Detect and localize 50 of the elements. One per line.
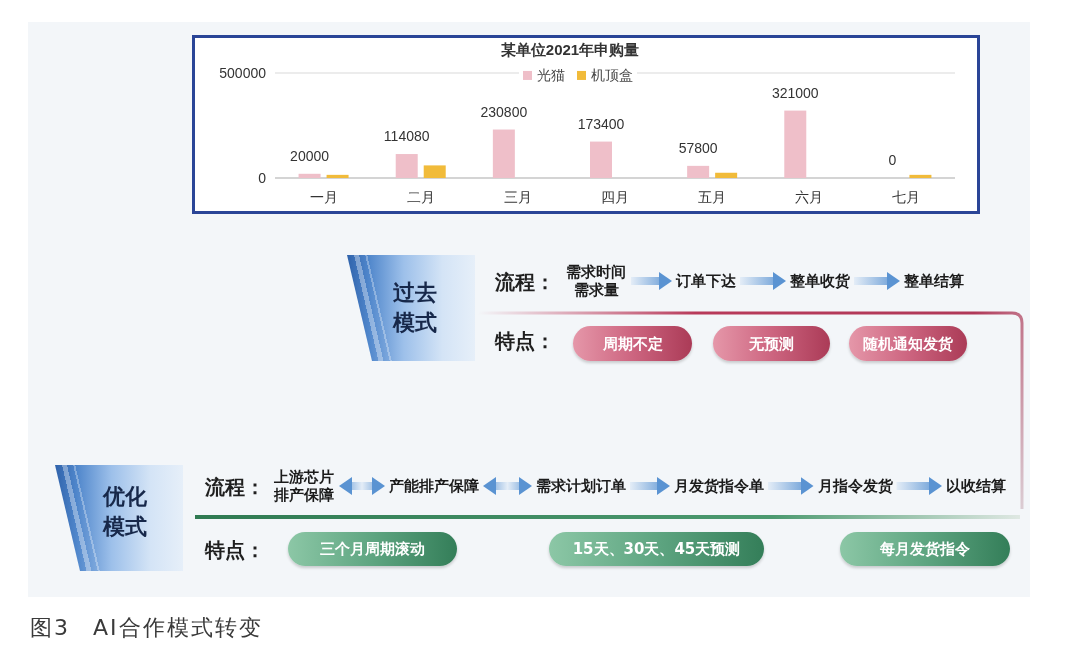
step-label: 月指令发货	[813, 476, 897, 496]
arrow	[740, 272, 786, 290]
row-heading: 流程：	[495, 270, 555, 294]
category-label: 四月	[601, 188, 629, 206]
arrow	[854, 272, 900, 290]
arrow	[631, 272, 672, 290]
double-arrow	[483, 477, 532, 495]
feature-pill: 三个月周期滚动	[288, 532, 457, 566]
value-label: 173400	[577, 115, 625, 132]
value-label: 20000	[290, 147, 330, 164]
value-label: 321000	[771, 84, 819, 101]
mode-banner: 过去模式	[345, 255, 475, 361]
step-label: 上游芯片排产保障	[269, 467, 339, 505]
step-label: 订单下达	[672, 271, 740, 291]
axis-tick-label: 500000	[219, 64, 266, 82]
step-label: 月发货指令单	[670, 476, 768, 496]
category-label: 五月	[698, 188, 727, 206]
arrow	[768, 477, 814, 495]
caption: 图3 AI合作模式转变	[30, 615, 263, 641]
step-label: 需求计划订单	[532, 476, 630, 496]
axis-tick-label: 0	[258, 169, 266, 187]
double-arrow	[339, 477, 385, 495]
feature-pill: 15天、30天、45天预测	[549, 532, 764, 566]
feature-pill: 无预测	[713, 326, 830, 361]
chart-title: 某单位2021年申购量	[500, 41, 640, 59]
feature-pill: 周期不定	[573, 326, 692, 361]
mode-banner: 优化模式	[53, 465, 183, 571]
step-label: 整单收货	[786, 271, 854, 291]
value-label: 230800	[480, 103, 528, 120]
arrow	[630, 477, 670, 495]
feature-pill: 随机通知发货	[849, 326, 967, 361]
row-heading: 特点：	[205, 538, 265, 562]
feature-pill: 每月发货指令	[840, 532, 1010, 566]
value-label: 57800	[678, 139, 718, 156]
category-label: 二月	[406, 188, 435, 206]
row-heading: 流程：	[205, 475, 265, 499]
legend-label: 机顶盒	[591, 66, 633, 84]
legend-label: 光猫	[537, 66, 565, 84]
step-label: 以收结算	[942, 476, 1010, 496]
step-label: 整单结算	[900, 271, 968, 291]
value-label: 114080	[383, 128, 430, 145]
category-label: 六月	[795, 188, 824, 206]
step-label: 需求时间需求量	[561, 262, 631, 300]
value-label: 0	[888, 151, 897, 169]
category-label: 三月	[503, 188, 532, 206]
category-label: 七月	[892, 188, 921, 206]
step-label: 产能排产保障	[385, 476, 483, 496]
category-label: 一月	[309, 188, 338, 206]
row-heading: 特点：	[495, 329, 555, 353]
arrow	[896, 477, 942, 495]
